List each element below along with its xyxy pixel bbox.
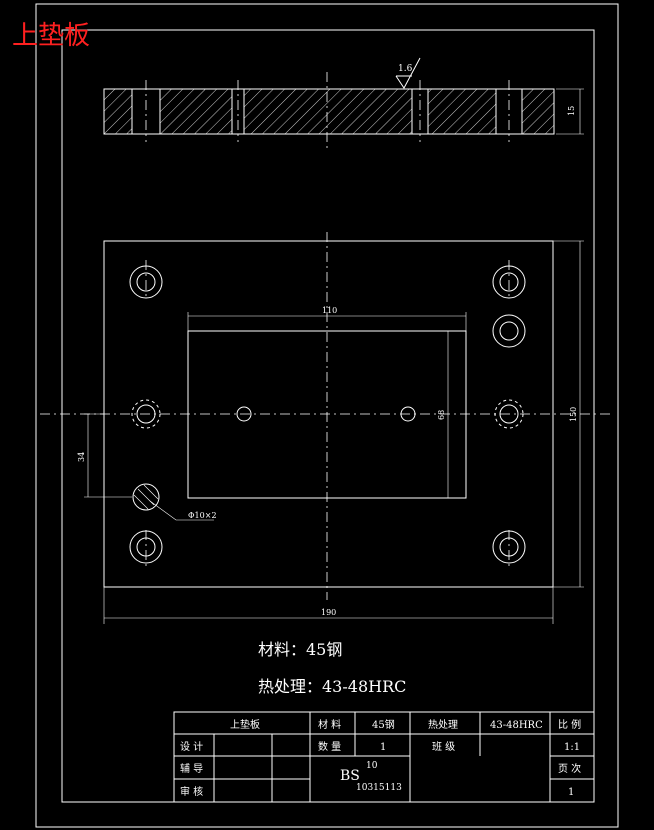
corner-title: 上垫板: [12, 21, 90, 51]
outer-frame: [35, 3, 619, 828]
dim-inner-height: 68: [437, 410, 446, 420]
dim-inner-width: 110: [322, 306, 337, 315]
tb-part-name: 上垫板: [230, 718, 260, 731]
tb-material-label: 材 料: [318, 718, 341, 731]
dim-total-height: 150: [569, 407, 578, 422]
tb-page-value: 1: [568, 787, 574, 798]
plan-view: Φ10×2 110 68 34 150 190: [40, 232, 612, 624]
tb-grade-label: 班 级: [432, 741, 455, 753]
note-heat-treatment: 热处理：43-48HRC: [258, 677, 406, 696]
hole-callout: Φ10×2: [188, 511, 217, 520]
tb-code-prefix: BS: [340, 768, 360, 784]
tb-code-bottom: 10315113: [356, 783, 402, 793]
tb-material-value: 45钢: [372, 718, 395, 731]
tb-guide-label: 辅 导: [180, 762, 203, 775]
section-view: 1.6 15: [103, 57, 584, 150]
tb-quantity-value: 1: [380, 742, 386, 753]
roughness-value: 1.6: [398, 64, 413, 74]
dim-left-offset: 34: [77, 452, 86, 462]
tb-code-top: 10: [366, 761, 378, 771]
tb-scale-label: 比 例: [558, 718, 581, 731]
tb-quantity-label: 数 量: [318, 740, 341, 753]
tb-design-label: 设 计: [180, 740, 203, 753]
tb-scale-value: 1:1: [564, 742, 580, 753]
tb-heat-label: 热处理: [428, 718, 458, 731]
title-block: 上垫板 材 料 45钢 热处理 43-48HRC 比 例 设 计 数 量 1 班…: [173, 711, 595, 803]
tb-page-label: 页 次: [558, 762, 581, 775]
tb-review-label: 审 核: [180, 785, 203, 798]
note-material: 材料：45钢: [258, 640, 342, 659]
thickness-dim: 15: [567, 106, 576, 116]
dim-total-width: 190: [321, 608, 336, 617]
tb-heat-value: 43-48HRC: [490, 720, 543, 731]
